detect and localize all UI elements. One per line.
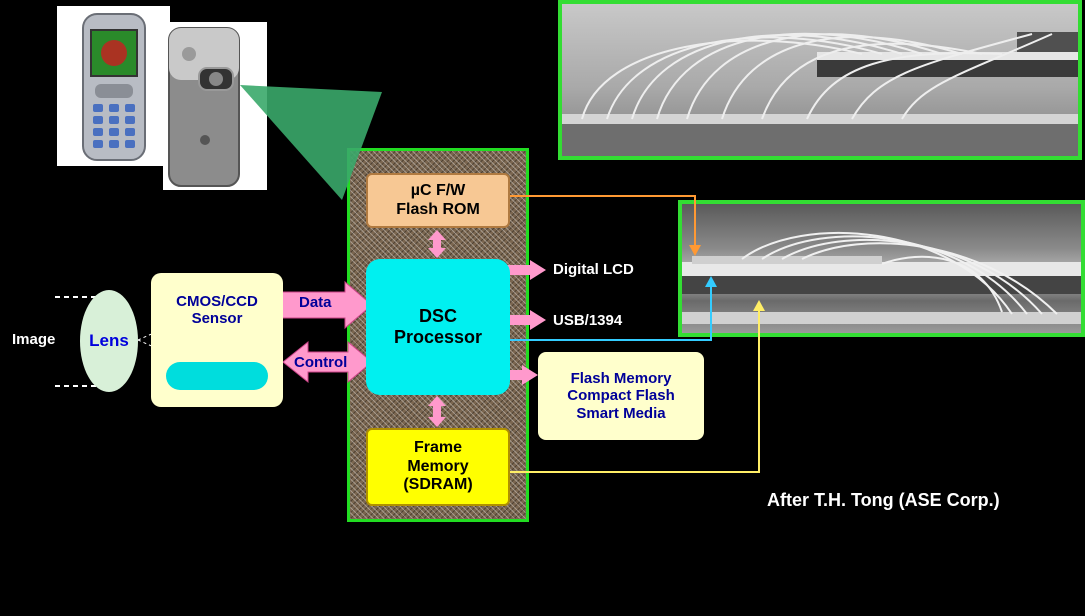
dsc-processor-box: DSC Processor bbox=[366, 259, 510, 395]
flash-memory-box: Flash Memory Compact Flash Smart Media bbox=[538, 352, 704, 440]
frame-line1: Frame bbox=[413, 439, 463, 457]
lens-label: Lens bbox=[89, 331, 129, 350]
sensor-line2: Sensor bbox=[191, 310, 243, 328]
sensor-window bbox=[166, 362, 268, 390]
wire-bond-photo-top bbox=[558, 0, 1082, 160]
data-arrow-label: Data bbox=[299, 294, 332, 311]
phone-front-photo bbox=[57, 6, 170, 166]
zoom-wedge bbox=[240, 85, 382, 200]
rom-line2: Flash ROM bbox=[396, 200, 480, 218]
control-arrow-label: Control bbox=[294, 354, 348, 371]
connector-yellow bbox=[510, 306, 760, 473]
rom-line1: µC F/W bbox=[410, 182, 466, 200]
image-label: Image bbox=[12, 331, 56, 348]
lens: Lens bbox=[80, 290, 138, 392]
frame-line3: (SDRAM) bbox=[403, 476, 473, 494]
connector-orange bbox=[510, 195, 696, 250]
usb-label: USB/1394 bbox=[553, 312, 623, 329]
processor-line1: DSC bbox=[418, 306, 457, 327]
digital-lcd-label: Digital LCD bbox=[553, 261, 634, 278]
credit-text: After T.H. Tong (ASE Corp.) bbox=[767, 490, 1000, 510]
frame-memory-box: Frame Memory (SDRAM) bbox=[366, 428, 510, 506]
processor-line2: Processor bbox=[393, 327, 483, 347]
output-arrows bbox=[506, 260, 546, 385]
flash-line2: Compact Flash bbox=[567, 387, 675, 405]
frame-line2: Memory bbox=[407, 457, 469, 475]
flash-rom-box: µC F/W Flash ROM bbox=[366, 173, 510, 228]
internal-arrows bbox=[428, 230, 446, 427]
phone-back-photo bbox=[163, 22, 267, 190]
connector-cyan bbox=[510, 282, 712, 341]
data-arrow bbox=[279, 280, 373, 330]
wire-bond-photo-side bbox=[678, 200, 1085, 337]
sensor-line1: CMOS/CCD bbox=[176, 293, 258, 310]
flash-line1: Flash Memory bbox=[570, 370, 672, 388]
flash-line3: Smart Media bbox=[576, 404, 666, 422]
